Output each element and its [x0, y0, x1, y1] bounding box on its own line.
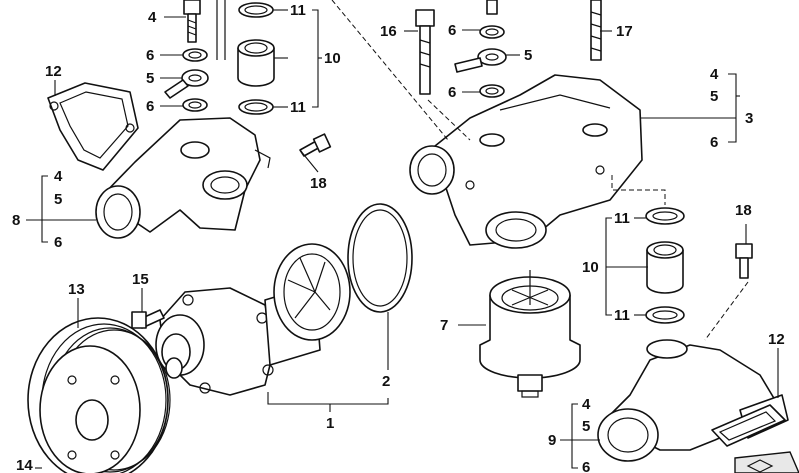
callout-11-right-top: 11	[614, 210, 630, 227]
pulley-part-13	[27, 317, 171, 473]
callout-5-center: 5	[524, 47, 532, 64]
sleeve-part-10-left	[216, 0, 275, 115]
callout-6-top-left-b: 6	[146, 98, 154, 115]
callout-4-bottom-right: 4	[582, 396, 591, 413]
callout-11-left-top: 11	[290, 2, 306, 19]
callout-17: 17	[616, 23, 633, 40]
seal-ring-part-6c	[479, 0, 505, 39]
callout-3: 3	[745, 110, 753, 127]
callout-5-top-left: 5	[146, 70, 154, 87]
callout-10-left: 10	[324, 50, 341, 67]
callout-labels: 4 6 5 6 11 10 11 12 18 4 5 8 6 15 13 14 …	[12, 2, 785, 473]
callout-7: 7	[440, 317, 448, 334]
seal-ring-part-6b	[182, 98, 208, 112]
o-ring-part-2	[347, 203, 413, 313]
sleeve-part-10-right	[645, 207, 685, 324]
leader-lines	[26, 0, 779, 469]
thermostat-part-7	[479, 270, 581, 398]
callout-2: 2	[382, 373, 390, 390]
water-pump-part-1	[155, 243, 351, 396]
bolt-part-18-right	[735, 243, 753, 279]
callout-12-left: 12	[45, 63, 62, 80]
callout-6-center-top: 6	[448, 22, 456, 39]
banjo-fitting-part-5a	[164, 69, 209, 99]
gasket-part-12-left	[47, 82, 139, 171]
outlet-elbow-part-9	[597, 339, 789, 462]
callout-5-right: 5	[710, 88, 718, 105]
callout-16: 16	[380, 23, 397, 40]
callout-13: 13	[68, 281, 85, 298]
seal-ring-part-6d	[479, 84, 505, 98]
stud-part-17	[590, 0, 602, 61]
callout-18-left: 18	[310, 175, 327, 192]
callout-12-right: 12	[768, 331, 785, 348]
callout-6-top-left-a: 6	[146, 47, 154, 64]
catalog-tag	[734, 451, 799, 473]
callout-5-bottom-right: 5	[582, 418, 590, 435]
banjo-fitting-part-5b	[454, 48, 507, 73]
callout-18-right: 18	[735, 202, 752, 219]
callout-6-right: 6	[710, 134, 718, 151]
thermostat-housing-part-3	[409, 74, 643, 249]
bolt-part-4	[183, 0, 201, 43]
callout-8: 8	[12, 212, 20, 229]
callout-6-left: 6	[54, 234, 62, 251]
callout-4-right: 4	[710, 66, 719, 83]
callout-1: 1	[326, 415, 334, 432]
callout-4-top-left: 4	[148, 9, 157, 26]
callout-6-bottom-right: 6	[582, 459, 590, 473]
callout-10-right: 10	[582, 259, 599, 276]
bolt-part-18-left	[299, 133, 332, 157]
elbow-housing-part-8	[95, 117, 271, 239]
callout-11-left-bottom: 11	[290, 99, 306, 116]
gasket-part-12-right	[711, 404, 786, 447]
callout-6-center-bottom: 6	[448, 84, 456, 101]
callout-9: 9	[548, 432, 556, 449]
bolt-part-16	[415, 9, 435, 95]
bolt-part-15	[131, 309, 165, 329]
callout-4-left: 4	[54, 168, 63, 185]
callout-14: 14	[16, 457, 33, 473]
seal-ring-part-6a	[182, 48, 208, 62]
callout-11-right-bottom: 11	[614, 307, 630, 324]
callout-5-left: 5	[54, 191, 62, 208]
callout-15: 15	[132, 271, 149, 288]
